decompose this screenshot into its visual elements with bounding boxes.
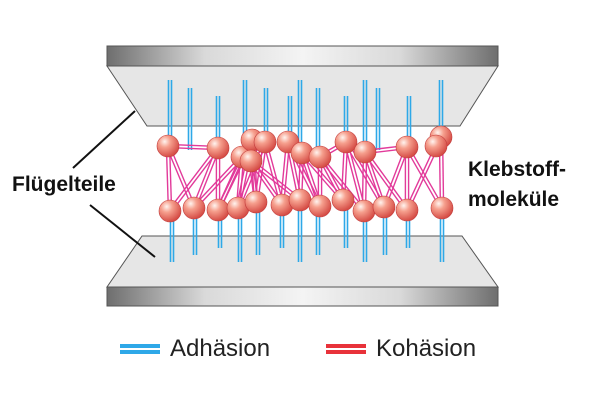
legend-cohesion-swatch bbox=[326, 342, 366, 356]
molecule-sphere bbox=[244, 190, 268, 214]
molecule-sphere bbox=[331, 188, 355, 212]
molecule-sphere bbox=[308, 194, 332, 218]
molecule-sphere bbox=[308, 145, 332, 169]
cohesion-link bbox=[192, 155, 242, 208]
molecule-sphere bbox=[352, 199, 376, 223]
cohesion-link bbox=[363, 152, 407, 212]
molecule-sphere bbox=[353, 140, 377, 164]
cohesion-link bbox=[170, 148, 220, 213]
cohesion-link bbox=[365, 150, 409, 210]
molecule-sphere bbox=[182, 196, 206, 220]
molecule-spheres bbox=[156, 125, 454, 223]
pointer-line-bottom bbox=[89, 204, 156, 258]
bottom-plate-face bbox=[106, 235, 499, 288]
molecule-sphere bbox=[334, 130, 358, 154]
molecule-sphere bbox=[395, 135, 419, 159]
molecule-sphere bbox=[156, 134, 180, 158]
label-klebstoff: Klebstoff- bbox=[468, 158, 566, 181]
cohesion-link bbox=[165, 146, 194, 209]
legend-adhesion: Adhäsion bbox=[120, 335, 271, 362]
label-fluegelteile: Flügelteile bbox=[12, 173, 116, 196]
pointer-line-top bbox=[72, 110, 136, 169]
cohesion-link bbox=[407, 145, 444, 208]
molecule-sphere bbox=[239, 149, 263, 173]
molecule-sphere bbox=[424, 134, 448, 158]
molecule-sphere bbox=[372, 195, 396, 219]
legend-adhesion-swatch bbox=[120, 342, 160, 356]
cohesion-link bbox=[194, 157, 244, 210]
top-plate-bar bbox=[106, 45, 499, 67]
molecule-sphere bbox=[253, 130, 277, 154]
top-plate bbox=[106, 45, 499, 127]
cohesion-link bbox=[168, 145, 197, 208]
label-molekuele: moleküle bbox=[468, 188, 560, 211]
bottom-plate bbox=[106, 235, 499, 307]
molecule-sphere bbox=[206, 198, 230, 222]
molecule-sphere bbox=[206, 136, 230, 160]
cohesion-link bbox=[238, 142, 268, 209]
molecule-sphere bbox=[430, 196, 454, 220]
legend-adhesion-label: Adhäsion bbox=[170, 335, 271, 362]
cohesion-link bbox=[168, 146, 218, 211]
legend-cohesion-label: Kohäsion bbox=[376, 335, 477, 362]
molecule-sphere bbox=[395, 198, 419, 222]
molecule-sphere bbox=[158, 199, 182, 223]
bottom-plate-bar bbox=[106, 286, 499, 307]
adhesion-lines bbox=[167, 80, 445, 262]
cohesion-link bbox=[318, 157, 364, 213]
top-plate-face bbox=[106, 65, 499, 127]
legend-cohesion: Kohäsion bbox=[326, 335, 477, 362]
cohesion-link bbox=[320, 155, 366, 211]
molecule-sphere bbox=[288, 188, 312, 212]
